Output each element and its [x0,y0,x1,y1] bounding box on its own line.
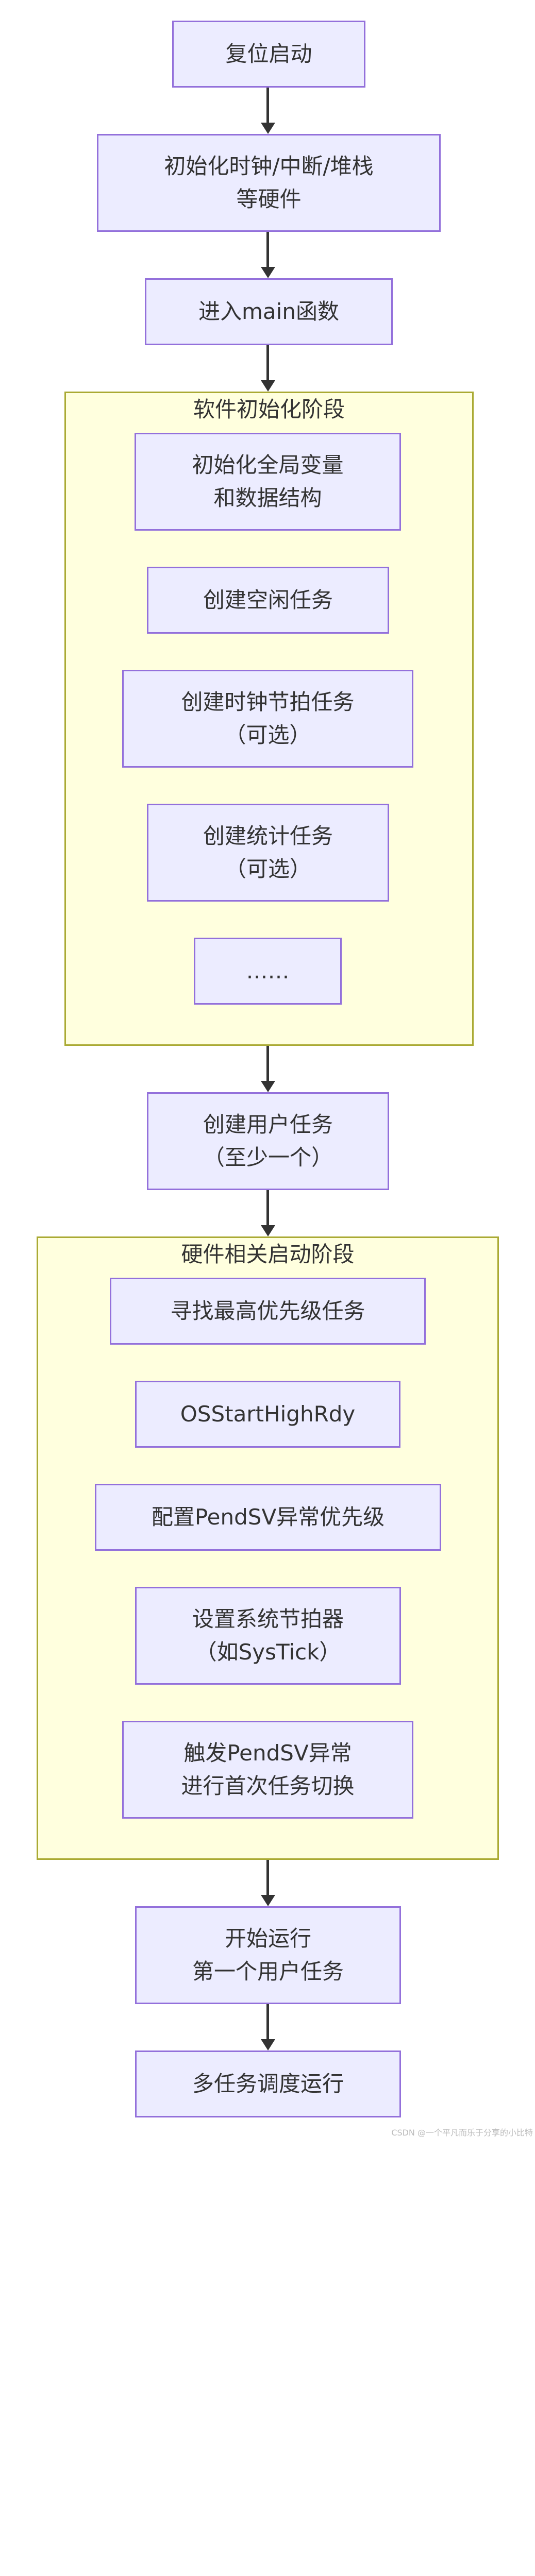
node-label: OSStartHighRdy [180,1401,356,1427]
node-label: 进行首次任务切换 [181,1773,355,1799]
node-label: 配置PendSV异常优先级 [151,1504,385,1530]
node-label: 创建统计任务 [203,823,333,849]
node-label: 创建用户任务 [203,1112,333,1137]
arrowhead [261,123,275,134]
edge-hardware-group-to-start-run [266,1860,269,1896]
node-create-user-task: 创建用户任务 （至少一个） [147,1092,389,1190]
node-create-tick-task: 创建时钟节拍任务 （可选） [122,670,413,768]
arrowhead [261,2039,275,2050]
group-title: 软件初始化阶段 [193,397,345,422]
edge-main-to-software-group [266,345,269,381]
node-label: 初始化时钟/中断/堆栈 [164,154,374,179]
edge-software-group-to-user-task [266,1046,269,1082]
node-label: 复位启动 [225,41,312,66]
node-start-first-task: 开始运行 第一个用户任务 [135,1906,401,2004]
node-create-idle-task: 创建空闲任务 [147,567,389,634]
node-enter-main: 进入main函数 [145,278,393,345]
node-label: （至少一个） [203,1145,333,1170]
node-find-highest-priority: 寻找最高优先级任务 [110,1278,426,1345]
arrowhead [261,1081,275,1092]
node-ellipsis: …… [194,938,342,1005]
node-label: 进入main函数 [198,299,339,324]
node-label: 等硬件 [236,187,302,212]
node-label: （如SysTick） [195,1639,341,1665]
node-label: 创建时钟节拍任务 [181,689,355,715]
edge-user-task-to-hardware-group [266,1190,269,1226]
node-reset: 复位启动 [172,21,365,88]
watermark: CSDN @一个平凡而乐于分享的小比特 [391,2128,533,2138]
node-label: …… [246,958,290,984]
arrowhead [261,267,275,278]
node-create-stat-task: 创建统计任务 （可选） [147,804,389,902]
node-hardware-init: 初始化时钟/中断/堆栈 等硬件 [97,134,441,232]
edge-start-run-to-multitask [266,2004,269,2040]
flowchart: 复位启动 初始化时钟/中断/堆栈 等硬件 进入main函数 软件初始化阶段 初始… [37,21,533,2138]
node-label: 初始化全局变量 [192,452,344,478]
node-label: 触发PendSV异常 [183,1740,352,1766]
arrowhead [261,1895,275,1906]
node-label: 开始运行 [224,1926,311,1951]
node-label: 和数据结构 [213,485,322,511]
node-label: （可选） [224,856,311,882]
arrowhead [261,1225,275,1236]
node-multitask-scheduling: 多任务调度运行 [135,2050,401,2117]
arrowhead [261,380,275,392]
node-label: 第一个用户任务 [192,1959,344,1984]
edge-hwinit-to-main [266,232,269,268]
node-label: 创建空闲任务 [203,587,333,613]
group-title: 硬件相关启动阶段 [181,1242,355,1267]
node-label: （可选） [224,722,311,748]
node-init-globals: 初始化全局变量 和数据结构 [135,433,401,531]
node-trigger-pendsv: 触发PendSV异常 进行首次任务切换 [122,1721,413,1819]
node-label: 设置系统节拍器 [192,1606,344,1632]
node-config-pendsv: 配置PendSV异常优先级 [95,1484,441,1551]
node-osstarthighrdy: OSStartHighRdy [135,1381,400,1448]
node-setup-systick: 设置系统节拍器 （如SysTick） [135,1587,401,1685]
edge-reset-to-hwinit [266,88,269,124]
node-label: 多任务调度运行 [192,2071,344,2096]
node-label: 寻找最高优先级任务 [170,1298,365,1324]
